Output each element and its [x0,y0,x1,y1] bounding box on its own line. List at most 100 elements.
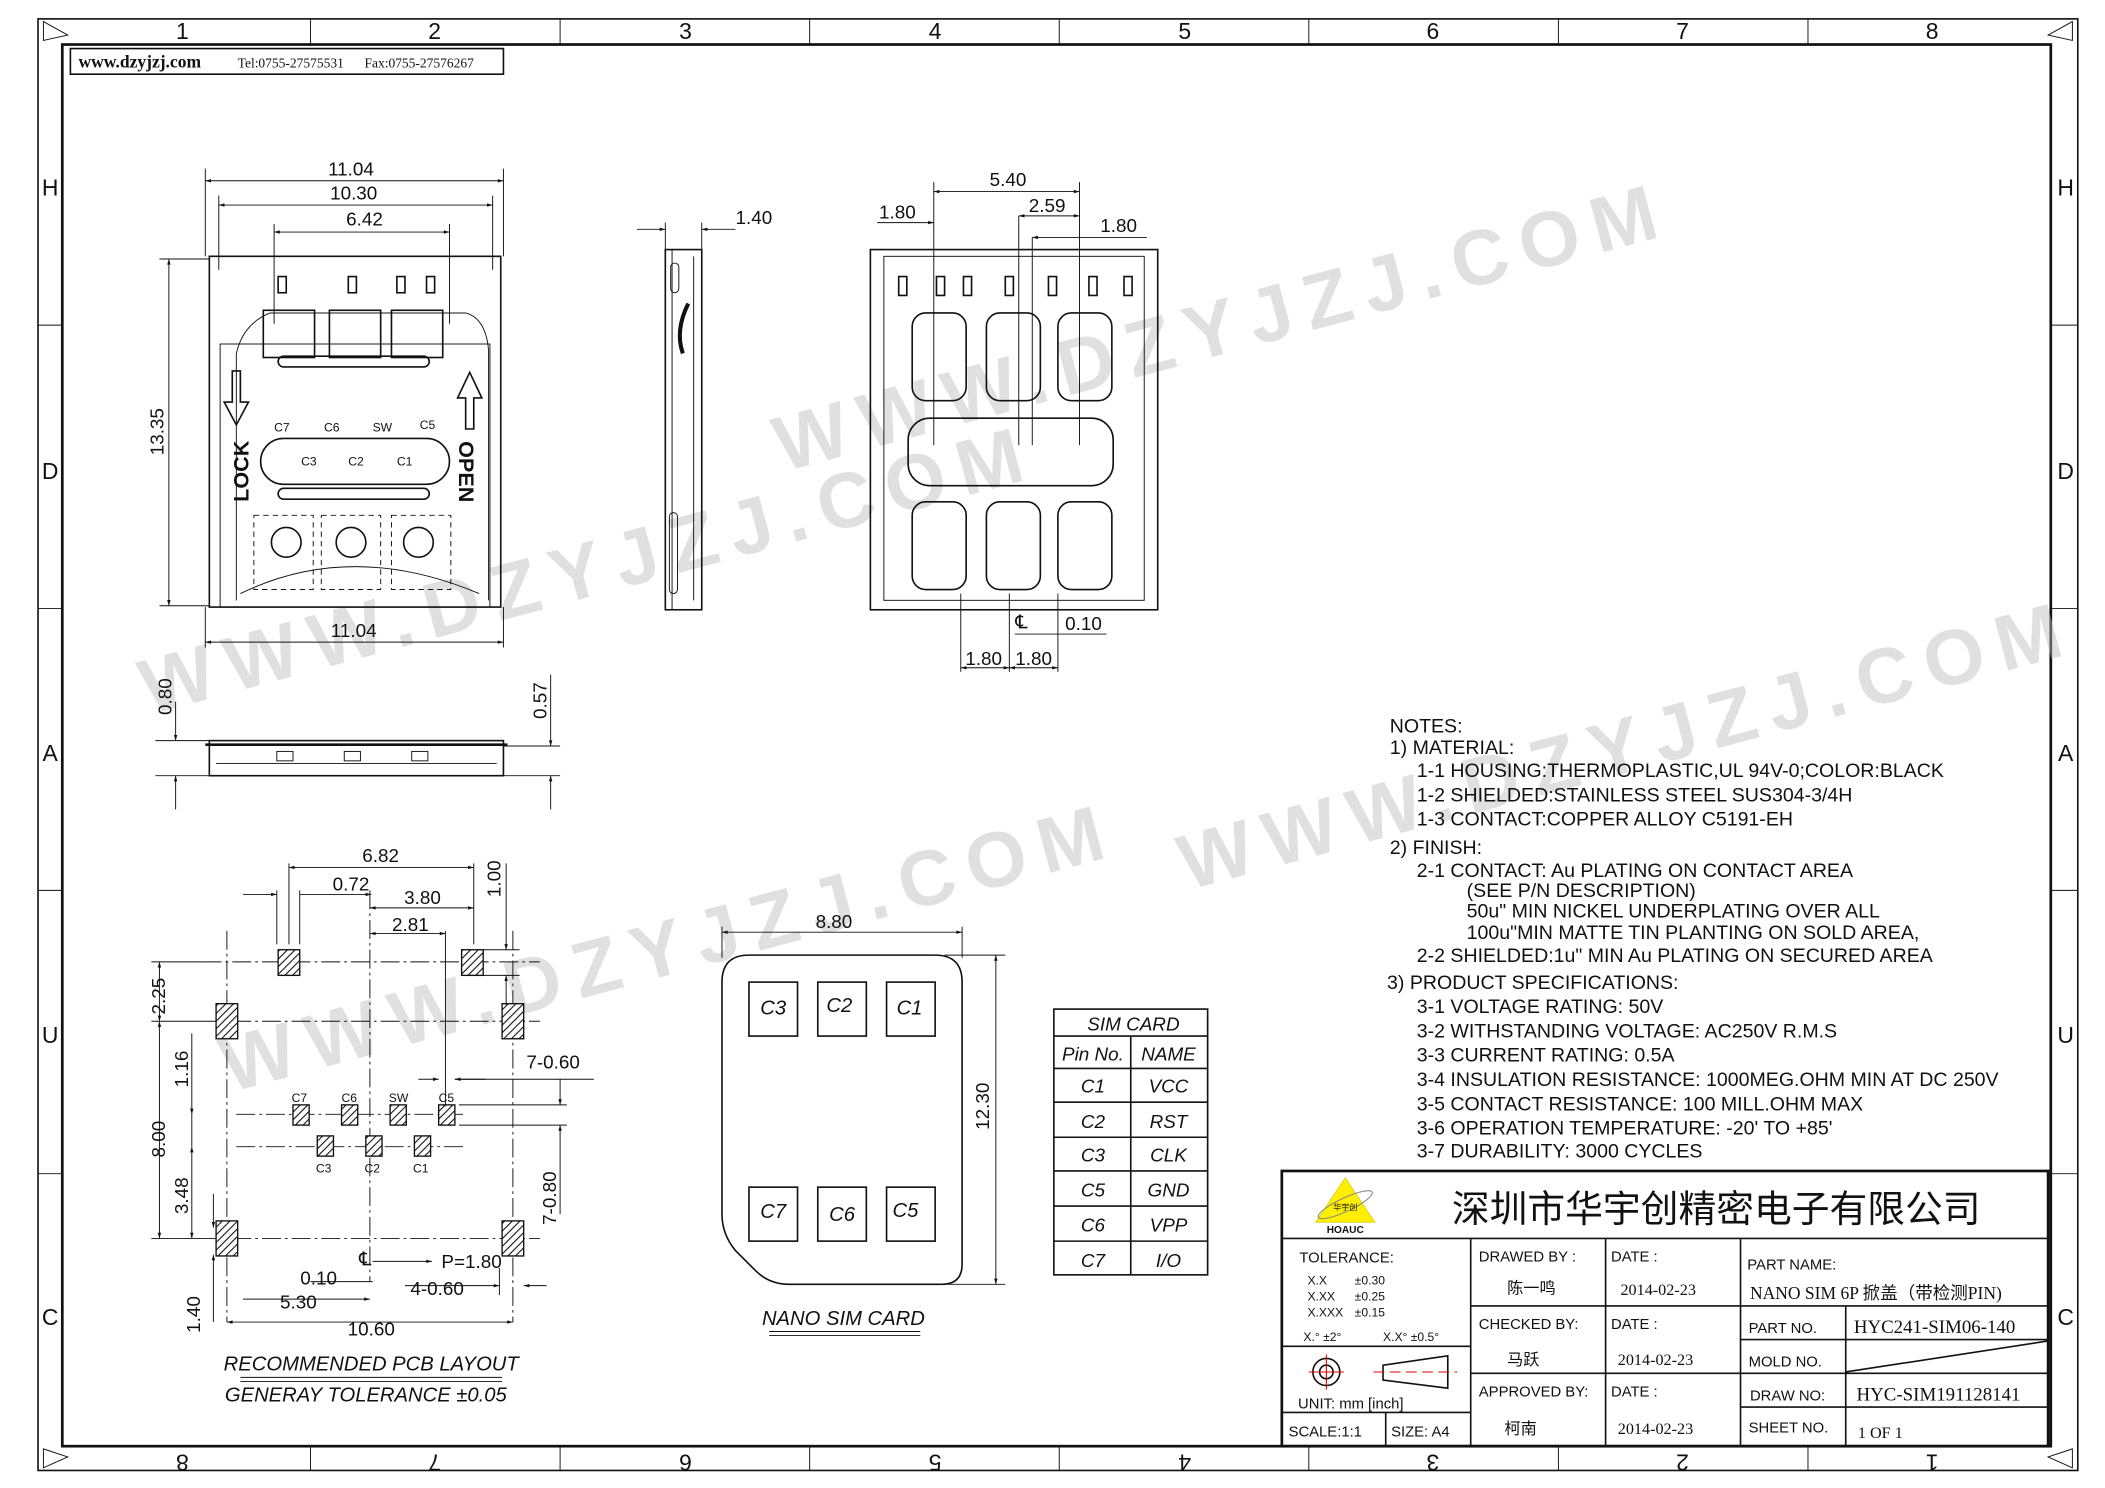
table-cell: CLK [1150,1146,1188,1167]
sim-contact [816,1186,868,1242]
dim-thickness: 1.40 [735,208,772,229]
note-line: 1) MATERIAL: [1390,737,1515,759]
date-value: 2014-02-23 [1620,1282,1695,1299]
grid-row-d: D [42,458,59,484]
grid-col-bottom-6: 6 [679,1449,692,1475]
draw-no-value: HYC-SIM191128141 [1857,1384,2021,1405]
pin-label: C1 [397,454,413,468]
pcb-pad [215,1220,239,1257]
approved-by-label: APPROVED BY: [1479,1384,1589,1400]
pcb-pin-label: SW [389,1091,409,1105]
front-view: 0.80 0.57 [155,674,561,810]
angle-tolerance: X.X° ±0.5° [1383,1330,1439,1344]
sim-contact [748,1186,799,1242]
grid-col-4: 4 [929,18,942,44]
note-line: 3) PRODUCT SPECIFICATIONS: [1387,972,1678,994]
grid-col-6: 6 [1427,18,1440,44]
note-line: 3-3 CURRENT RATING: 0.5A [1417,1045,1675,1067]
draw-no-label: DRAW NO: [1750,1388,1825,1404]
sim-contact-label: C1 [897,997,923,1019]
grid-row-c: C [42,1304,59,1330]
dim-4-0-60: 4-0.60 [410,1279,464,1300]
note-line: 1-1 HOUSING:THERMOPLASTIC,UL 94V-0;COLOR… [1417,760,1944,782]
watermark-4: WWW.DZYJZJ.COM [211,785,1126,1109]
notes: NOTES: 1) MATERIAL: 1-1 HOUSING:THERMOPL… [1387,716,1999,1163]
note-line: 2-2 SHIELDED:1u" MIN Au PLATING ON SECUR… [1417,945,1933,967]
pcb-layout: C7 C6 SW C5 C3 C2 C1 [149,846,594,1407]
checked-by-label: CHECKED BY: [1479,1317,1579,1333]
pcb-pin-label: C5 [439,1091,455,1105]
dim-pitch-left: 1.80 [965,649,1002,670]
dim-slot-width: 6.42 [346,209,383,230]
centerline-symbol: ℄ [358,1249,372,1270]
dim-1-40: 1.40 [184,1296,205,1333]
header-box: www.dzyjzj.com Tel:0755-27575531 Fax:075… [69,47,505,76]
grid-row-a-right: A [2058,740,2074,766]
dim-5-30: 5.30 [280,1293,317,1314]
tolerance-key: X.XX [1307,1289,1335,1303]
dim-height: 13.35 [147,408,168,455]
dim-right: 1.80 [1100,216,1137,237]
sim-contact [748,981,799,1037]
date-label: DATE : [1611,1249,1658,1265]
table-cell: C2 [1081,1112,1106,1133]
table-cell: C7 [1081,1251,1107,1272]
part-name-value: NANO SIM 6P 掀盖（带检测PIN) [1750,1283,2002,1303]
pcb-pad-sw [389,1104,407,1126]
pcb-pad-c5 [438,1104,456,1126]
pcb-pin-label: C3 [316,1161,332,1175]
note-line: 3-7 DURABILITY: 3000 CYCLES [1417,1140,1703,1162]
dim-8-00: 8.00 [149,1121,170,1158]
pcb-pad [277,949,301,977]
dim-2-81: 2.81 [392,915,429,936]
tolerance-value: ±0.15 [1355,1306,1386,1320]
grid-col-bottom-5: 5 [929,1449,942,1475]
nano-sim-card: C3 C2 C1 C7 C6 C5 8.80 12.30 NANO SIM CA… [721,912,1006,1337]
dim-pitch: P=1.80 [441,1252,501,1273]
size-label: SIZE: A4 [1391,1425,1450,1441]
grid-row-d-right: D [2057,458,2074,484]
website-link[interactable]: www.dzyjzj.com [78,51,201,71]
pcb-pad [501,1003,525,1040]
pin-label: C7 [274,421,290,435]
note-line: 2-1 CONTACT: Au PLATING ON CONTACT AREA [1417,860,1853,882]
header-tel: Tel:0755-27575531 [238,55,344,70]
table-header-name: NAME [1141,1044,1196,1065]
pcb-pin-label: C6 [342,1091,358,1105]
watermark-3: WWW.DZYJZJ.COM [1169,583,2084,907]
note-line: 100u"MIN MATTE TIN PLANTING ON SOLD AREA… [1467,922,1920,944]
projection-symbol-icon [1308,1354,1458,1390]
sim-contact-label: C5 [893,1200,920,1222]
pcb-pin-label: C2 [364,1161,380,1175]
note-line: 1-3 CONTACT:COPPER ALLOY C5191-EH [1417,809,1793,831]
grid-col-7: 7 [1676,18,1689,44]
company-name: 深圳市华宇创精密电子有限公司 [1452,1189,1981,1231]
note-line: 50u" MIN NICKEL UNDERPLATING OVER ALL [1467,900,1880,922]
grid-col-3: 3 [679,18,692,44]
grid-row-c-right: C [2057,1304,2074,1330]
tolerance-key: X.X [1307,1273,1327,1287]
sim-contact-label: C6 [829,1204,856,1226]
table-cell: C1 [1081,1077,1105,1098]
sim-contact [816,981,868,1037]
note-line: (SEE P/N DESCRIPTION) [1467,880,1696,902]
grid-col-bottom-3: 3 [1427,1449,1440,1475]
date-label: DATE : [1611,1317,1658,1333]
centerline-symbol: ℄ [1014,613,1028,634]
dim-front-height: 0.80 [156,678,177,715]
grid-col-8: 8 [1926,18,1939,44]
table-cell: I/O [1156,1251,1181,1272]
company-logo: 华宇创 HOAUC [1314,1177,1376,1236]
watermarks: WWW.DZYJZJ.COM WWW.DZYJZJ.COM WWW.DZYJZJ… [130,165,2083,1110]
part-no-label: PART NO. [1749,1321,1817,1337]
tolerance-label: TOLERANCE: [1299,1251,1394,1267]
pcb-pad [501,1220,525,1257]
dim-1-00: 1.00 [485,860,506,897]
pcb-pad-c2 [365,1135,383,1157]
part-no-value: HYC241-SIM06-140 [1854,1317,2016,1338]
logo-text: 华宇创 [1333,1202,1357,1212]
grid-col-bottom-4: 4 [1178,1449,1191,1475]
grid-row-h-right: H [2057,175,2074,201]
date-value: 2014-02-23 [1618,1352,1693,1369]
